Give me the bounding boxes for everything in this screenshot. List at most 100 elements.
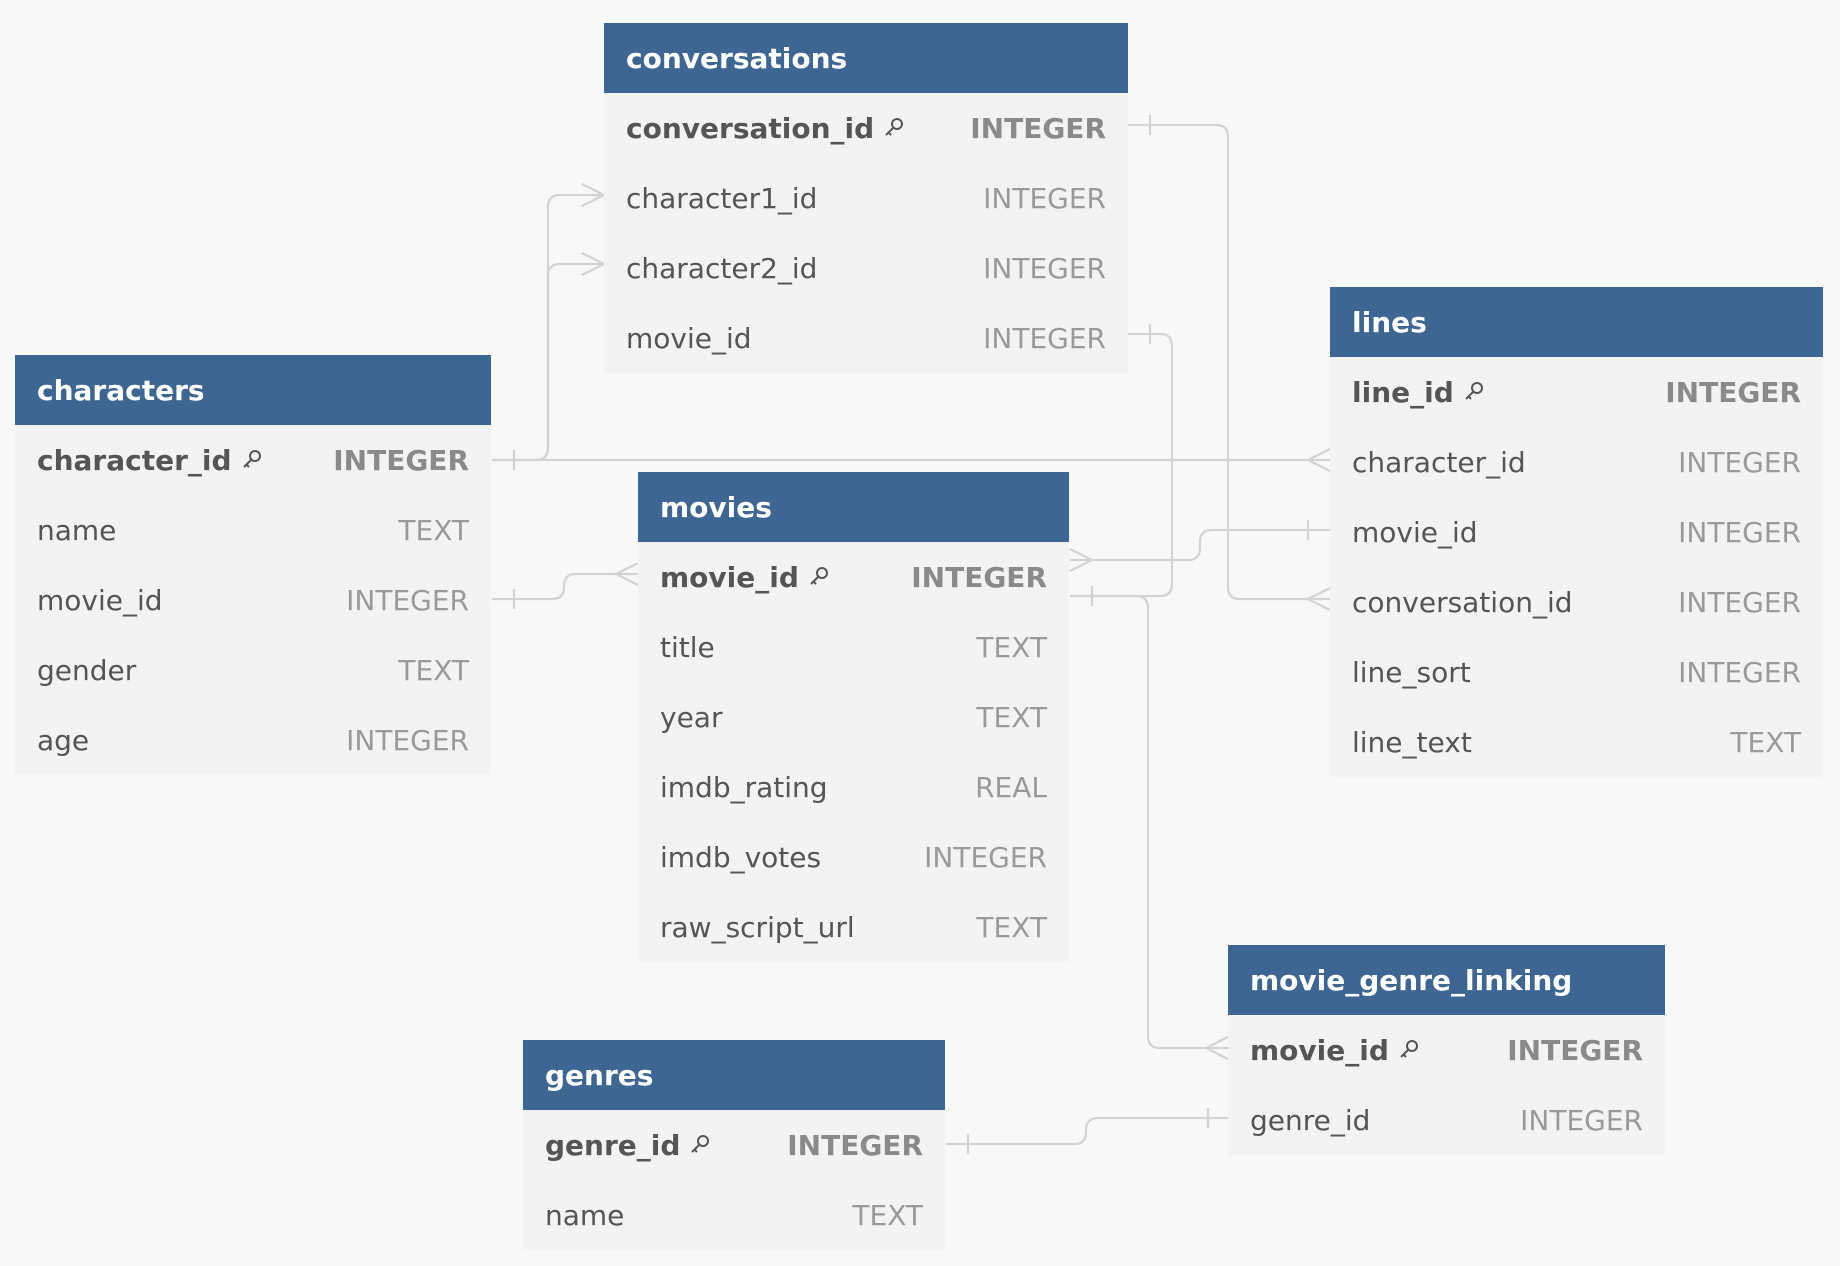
column-name: line_sort — [1352, 655, 1471, 689]
column-type: INTEGER — [346, 723, 469, 757]
key-icon — [1462, 380, 1486, 404]
many-marker — [1305, 448, 1331, 472]
column-type: INTEGER — [911, 560, 1047, 594]
column-name: name — [545, 1198, 625, 1232]
column-row[interactable]: age INTEGER — [15, 705, 491, 775]
key-icon — [882, 116, 906, 140]
many-marker — [1305, 587, 1331, 611]
column-name: line_text — [1352, 725, 1472, 759]
edge-conversations-lines[interactable] — [1128, 123, 1330, 601]
column-row[interactable]: name TEXT — [15, 495, 491, 565]
column-type: INTEGER — [1507, 1033, 1643, 1067]
column-row[interactable]: character2_id INTEGER — [604, 233, 1128, 303]
table-header[interactable]: genres — [523, 1040, 945, 1110]
column-row[interactable]: line_id INTEGER — [1330, 357, 1823, 427]
column-name: conversation_id — [626, 111, 875, 145]
key-icon — [1397, 1038, 1421, 1062]
edge-conversations-movies[interactable] — [1070, 332, 1174, 598]
column-name: character1_id — [626, 181, 818, 215]
column-type: TEXT — [976, 700, 1047, 734]
column-name: movie_id — [626, 321, 752, 355]
many-marker — [1203, 1036, 1229, 1060]
column-row[interactable]: name TEXT — [523, 1180, 945, 1250]
table-header[interactable]: movie_genre_linking — [1228, 945, 1665, 1015]
column-name: gender — [37, 653, 137, 687]
column-row[interactable]: character_id INTEGER — [1330, 427, 1823, 497]
table-lines[interactable]: lines line_id INTEGER character_id INTEG… — [1330, 287, 1823, 777]
column-type: INTEGER — [924, 840, 1047, 874]
column-row[interactable]: movie_id INTEGER — [604, 303, 1128, 373]
column-row[interactable]: line_sort INTEGER — [1330, 637, 1823, 707]
column-row[interactable]: character_id INTEGER — [15, 425, 491, 495]
table-header[interactable]: conversations — [604, 23, 1128, 93]
column-row[interactable]: gender TEXT — [15, 635, 491, 705]
column-type: TEXT — [1730, 725, 1801, 759]
table-header[interactable]: lines — [1330, 287, 1823, 357]
edge-genres-genre-linking[interactable] — [946, 1116, 1228, 1146]
column-row[interactable]: genre_id INTEGER — [1228, 1085, 1665, 1155]
column-type: INTEGER — [1665, 375, 1801, 409]
column-name: movie_id — [1250, 1033, 1389, 1067]
table-header[interactable]: characters — [15, 355, 491, 425]
column-name: movie_id — [37, 583, 163, 617]
column-type: INTEGER — [983, 251, 1106, 285]
column-row[interactable]: genre_id INTEGER — [523, 1110, 945, 1180]
column-name: character_id — [1352, 445, 1526, 479]
column-name: movie_id — [1352, 515, 1478, 549]
key-icon — [240, 448, 264, 472]
column-name: raw_script_url — [660, 910, 855, 944]
column-row[interactable]: movie_id INTEGER — [1228, 1015, 1665, 1085]
table-genres[interactable]: genres genre_id INTEGER name TEXT — [523, 1040, 945, 1250]
column-name: character2_id — [626, 251, 818, 285]
column-name: imdb_votes — [660, 840, 822, 874]
column-name: age — [37, 723, 90, 757]
column-type: INTEGER — [787, 1128, 923, 1162]
edge-movies-genre-linking[interactable] — [1070, 594, 1228, 1050]
many-marker — [1069, 548, 1095, 572]
column-name: title — [660, 630, 715, 664]
column-type: INTEGER — [1678, 515, 1801, 549]
column-type: TEXT — [398, 653, 469, 687]
column-name: year — [660, 700, 723, 734]
column-row[interactable]: conversation_id INTEGER — [1330, 567, 1823, 637]
column-type: INTEGER — [970, 111, 1106, 145]
table-characters[interactable]: characters character_id INTEGER name TEX… — [15, 355, 491, 775]
edge-characters-movies[interactable] — [492, 572, 638, 601]
column-name: genre_id — [545, 1128, 681, 1162]
edge-conversations-character2-characters[interactable] — [492, 262, 604, 462]
column-name: imdb_rating — [660, 770, 828, 804]
column-type: INTEGER — [1678, 585, 1801, 619]
column-name: line_id — [1352, 375, 1454, 409]
table-conversations[interactable]: conversations conversation_id INTEGER ch… — [604, 23, 1128, 373]
key-icon — [688, 1133, 712, 1157]
column-type: INTEGER — [1678, 655, 1801, 689]
column-type: INTEGER — [983, 181, 1106, 215]
column-type: TEXT — [976, 630, 1047, 664]
column-row[interactable]: line_text TEXT — [1330, 707, 1823, 777]
column-name: genre_id — [1250, 1103, 1371, 1137]
column-row[interactable]: movie_id INTEGER — [1330, 497, 1823, 567]
column-name: character_id — [37, 443, 232, 477]
column-row[interactable]: imdb_votes INTEGER — [638, 822, 1069, 892]
many-marker — [613, 562, 639, 586]
key-icon — [807, 565, 831, 589]
column-row[interactable]: movie_id INTEGER — [15, 565, 491, 635]
column-row[interactable]: movie_id INTEGER — [638, 542, 1069, 612]
table-movies[interactable]: movies movie_id INTEGER title TEXT year … — [638, 472, 1069, 962]
table-movie-genre-linking[interactable]: movie_genre_linking movie_id INTEGER gen… — [1228, 945, 1665, 1155]
edge-movies-lines[interactable] — [1070, 528, 1330, 562]
column-row[interactable]: imdb_rating REAL — [638, 752, 1069, 822]
column-row[interactable]: character1_id INTEGER — [604, 163, 1128, 233]
column-row[interactable]: raw_script_url TEXT — [638, 892, 1069, 962]
column-type: INTEGER — [346, 583, 469, 617]
column-row[interactable]: year TEXT — [638, 682, 1069, 752]
column-type: REAL — [975, 770, 1047, 804]
column-row[interactable]: conversation_id INTEGER — [604, 93, 1128, 163]
column-row[interactable]: title TEXT — [638, 612, 1069, 682]
column-name: conversation_id — [1352, 585, 1573, 619]
column-name: name — [37, 513, 117, 547]
column-name: movie_id — [660, 560, 799, 594]
column-type: INTEGER — [333, 443, 469, 477]
table-header[interactable]: movies — [638, 472, 1069, 542]
